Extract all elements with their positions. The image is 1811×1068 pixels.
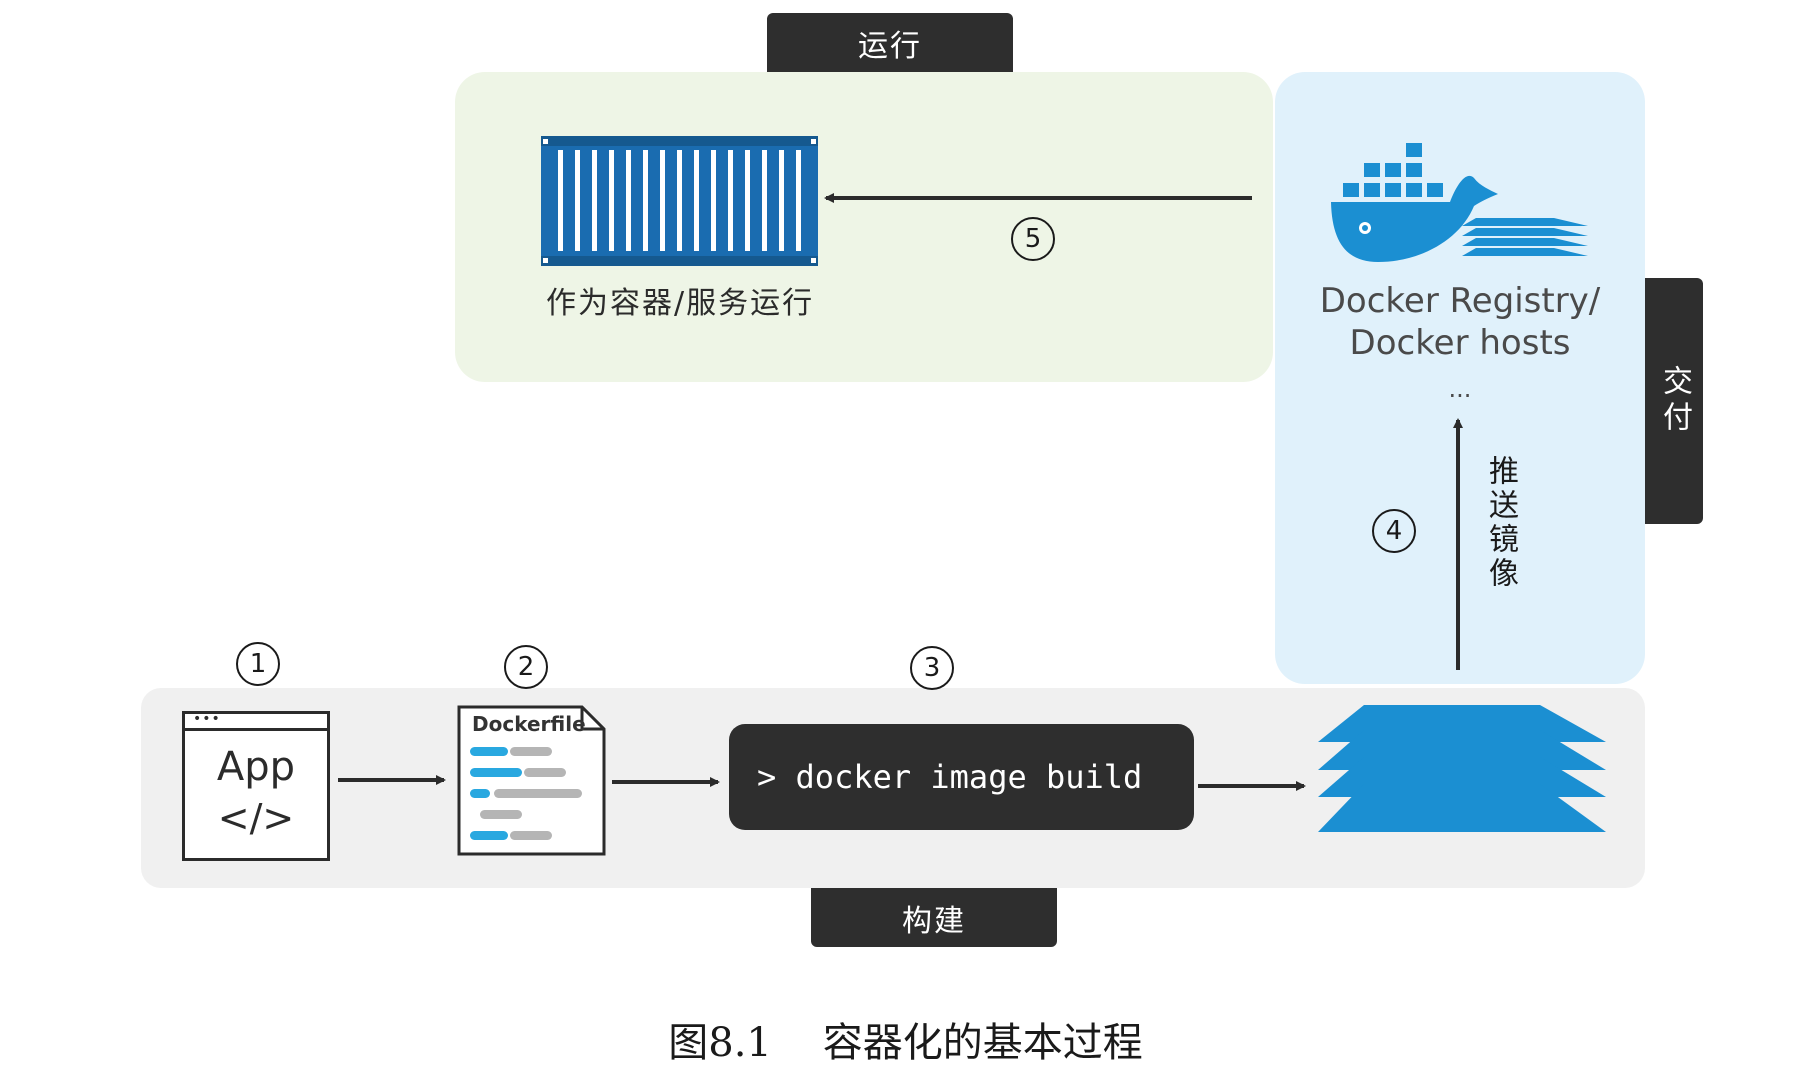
image-layers-icon: [1462, 218, 1588, 256]
build-stage-label: 构建: [902, 903, 966, 939]
built-image-layers-icon: [1318, 705, 1606, 832]
registry-ellipsis: ...: [1448, 375, 1472, 403]
registry-title-line2: Docker hosts: [1349, 323, 1571, 363]
registry-title-line1: Docker Registry/: [1319, 281, 1601, 321]
ship-stage-label: 交付: [1657, 365, 1692, 437]
step-1-badge: 1: [236, 642, 280, 686]
dockerfile-icon: [457, 705, 606, 856]
app-window-titlebar: •••: [185, 711, 327, 731]
push-image-label: 推送镜像: [1483, 455, 1518, 591]
registry-title: Docker Registry/ Docker hosts: [1280, 280, 1640, 364]
build-command-box: > docker image build: [729, 724, 1194, 830]
ship-stage-tab: 交付: [1645, 278, 1703, 524]
step-3-badge: 3: [910, 646, 954, 690]
dockerfile-label: Dockerfile: [472, 712, 586, 736]
app-name-label: App: [216, 744, 296, 790]
run-as-container-caption: 作为容器/服务运行: [546, 286, 815, 321]
build-stage-tab: 构建: [811, 888, 1057, 947]
docker-whale-icon: [1331, 143, 1498, 262]
figure-caption: 图8.1 容器化的基本过程: [668, 1020, 1143, 1066]
window-dots-icon: •••: [193, 711, 221, 727]
step-2-badge: 2: [504, 645, 548, 689]
app-code-label: </>: [217, 796, 295, 840]
build-command-text: > docker image build: [757, 758, 1143, 796]
run-stage-label: 运行: [858, 28, 922, 64]
step-5-badge: 5: [1011, 217, 1055, 261]
shipping-container-icon: [541, 136, 818, 266]
run-stage-tab: 运行: [767, 13, 1013, 72]
app-window-icon: ••• App </>: [182, 711, 330, 861]
step-4-badge: 4: [1372, 509, 1416, 553]
